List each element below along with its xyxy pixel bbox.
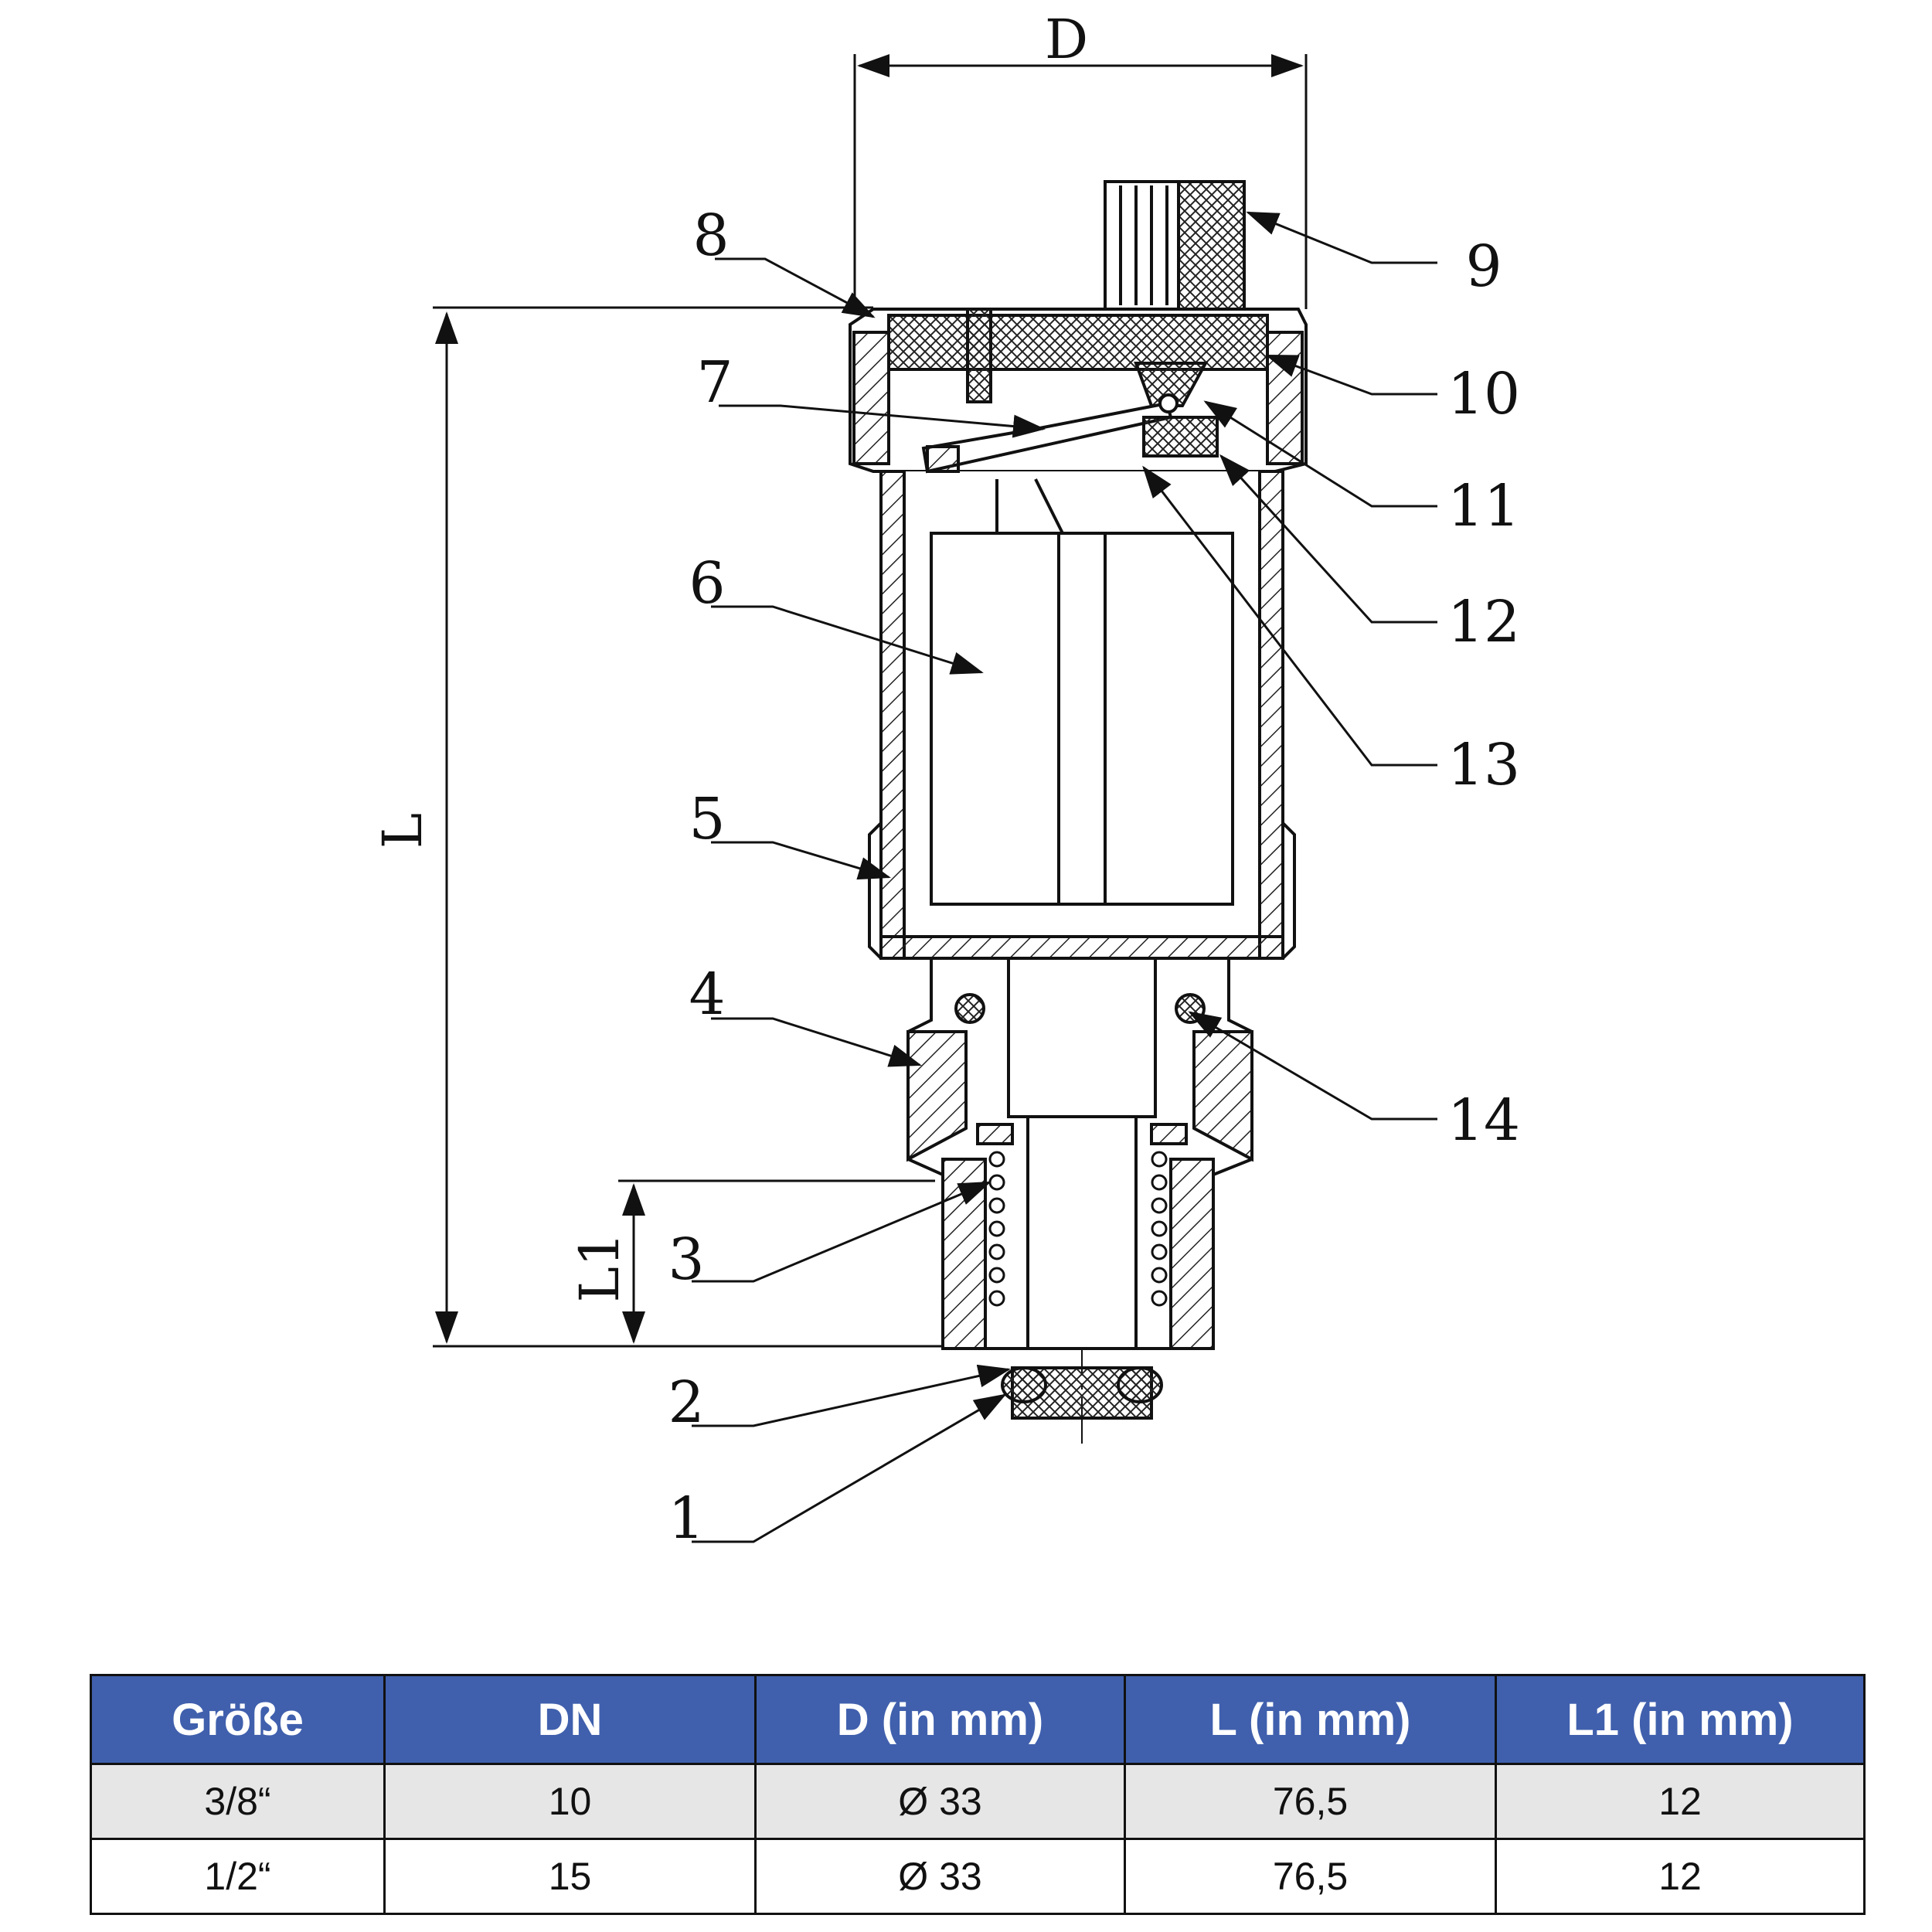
cell-l1: 12 (1495, 1763, 1866, 1840)
table-row: 1/2“ 15 Ø 33 76,5 12 (90, 1838, 1866, 1915)
cell-d: Ø 33 (754, 1763, 1126, 1840)
table-row: 3/8“ 10 Ø 33 76,5 12 (90, 1763, 1866, 1840)
cell-l: 76,5 (1124, 1763, 1497, 1840)
cell-size: 3/8“ (90, 1763, 386, 1840)
callout-1: 1 (668, 1485, 704, 1552)
cell-dn: 15 (383, 1838, 757, 1915)
column-header-size: Größe (90, 1674, 386, 1765)
callout-7: 7 (696, 349, 733, 416)
cell-dn: 10 (383, 1763, 757, 1840)
dimension-l-label: L (371, 813, 434, 849)
callout-5: 5 (689, 786, 725, 852)
callout-11: 11 (1447, 473, 1520, 539)
callout-4: 4 (689, 961, 725, 1028)
callout-12: 12 (1447, 589, 1520, 655)
callout-6: 6 (689, 550, 725, 617)
valve-cross-section-drawing: D L L1 1 2 3 4 5 6 7 8 9 10 11 12 13 14 (371, 8, 1520, 1552)
callout-3: 3 (668, 1226, 704, 1293)
column-header-d: D (in mm) (754, 1674, 1126, 1765)
callout-13: 13 (1447, 732, 1520, 798)
callout-10: 10 (1447, 361, 1520, 427)
specification-table: Größe DN D (in mm) L (in mm) L1 (in mm) … (90, 1674, 1866, 1915)
callout-2: 2 (668, 1369, 704, 1436)
cell-l1: 12 (1495, 1838, 1866, 1915)
cell-d: Ø 33 (754, 1838, 1126, 1915)
dimension-l1-label: L1 (568, 1232, 631, 1302)
column-header-dn: DN (383, 1674, 757, 1765)
column-header-l1: L1 (in mm) (1495, 1674, 1866, 1765)
callout-8: 8 (692, 202, 729, 269)
cell-l: 76,5 (1124, 1838, 1497, 1915)
column-header-l: L (in mm) (1124, 1674, 1497, 1765)
dimension-d-label: D (1045, 8, 1088, 71)
table-header-row: Größe DN D (in mm) L (in mm) L1 (in mm) (90, 1674, 1866, 1765)
callout-14: 14 (1447, 1087, 1520, 1154)
cell-size: 1/2“ (90, 1838, 386, 1915)
callout-9: 9 (1465, 233, 1502, 300)
